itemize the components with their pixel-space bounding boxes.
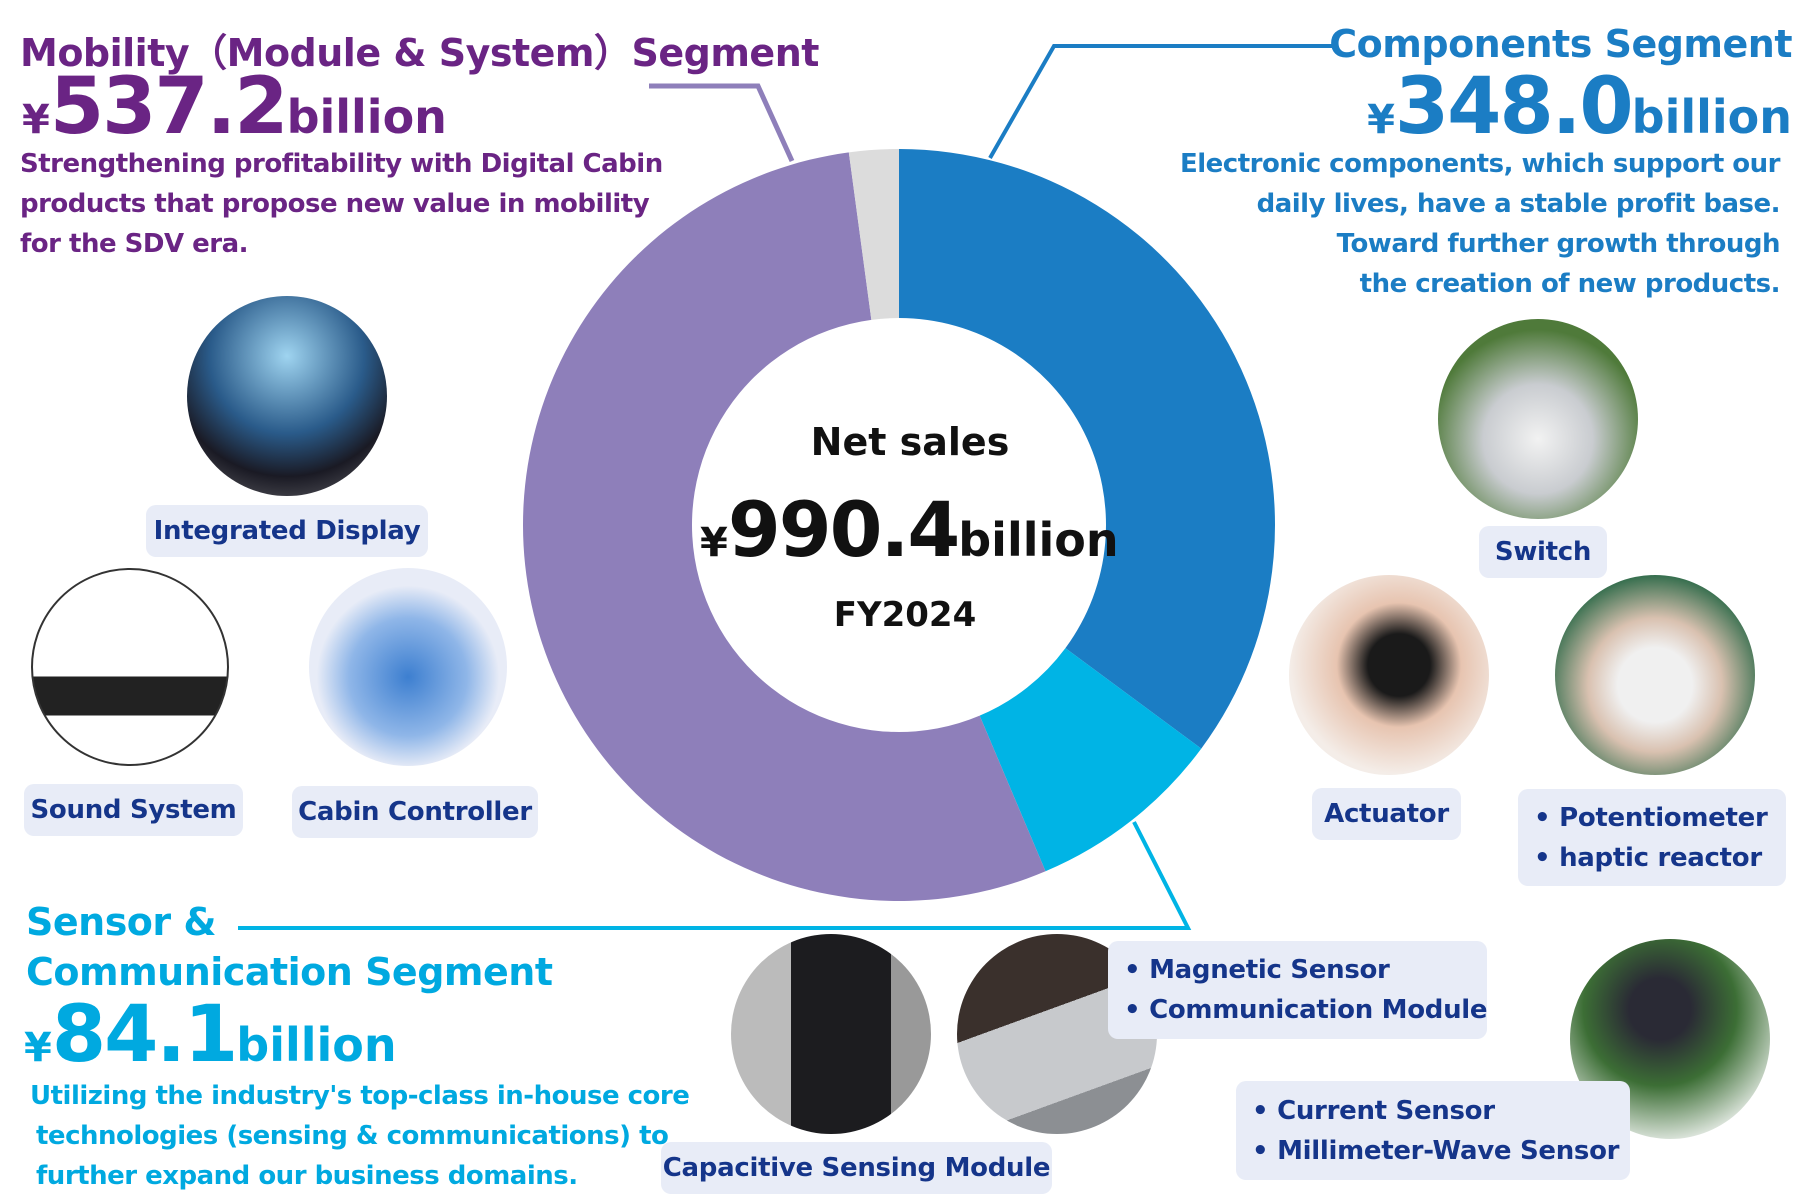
net-sales-unit: billion [958,513,1119,567]
components-currency: ¥ [1367,97,1395,143]
mobility-unit: billion [286,90,447,144]
net-sales-currency: ¥ [700,520,728,566]
current-sensor-item: • Current Sensor [1252,1095,1495,1126]
mobility-title: Mobility（Module & System）Segment [20,31,819,75]
components-value: 348.0 [1394,62,1634,152]
sensor-description: Utilizing the industry's top-class in-ho… [30,1076,690,1196]
net-sales-label: Net sales [810,420,1010,464]
millimeter-wave-sensor-item: • Millimeter-Wave Sensor [1252,1135,1620,1166]
components-unit: billion [1631,90,1792,144]
mobility-desc-line: for the SDV era. [20,229,249,259]
mobility-leader-line [649,83,795,163]
actuator-label: Actuator [1312,788,1461,840]
components-description: Electronic components, which support our… [1179,144,1781,304]
sensor-value: 84.1 [51,990,238,1080]
potentiometer-photo [1555,575,1755,775]
mobility-desc-line: Strengthening profitability with Digital… [20,149,663,179]
cabin-controller-label: Cabin Controller [292,786,538,838]
mobility-amount: ¥537.2billion [22,62,447,152]
mobility-value: 537.2 [49,62,289,152]
sound-system-photo [31,568,229,766]
cabin-controller-photo [309,568,507,766]
actuator-photo [1289,575,1489,775]
haptic-reactor-item: • haptic reactor [1534,842,1762,873]
potentiometer-item: • Potentiometer [1534,802,1768,833]
components-desc-line: Electronic components, which support our [1179,149,1781,179]
components-desc-line: Toward further growth through [1336,229,1781,259]
slice-sensor-communication [979,648,1202,872]
sensor-title-line2: Communication Segment [26,950,553,994]
magnetic-sensor-item: • Magnetic Sensor [1124,955,1390,985]
components-desc-line: the creation of new products. [1359,269,1781,299]
potentiometer-label: • Potentiometer • haptic reactor [1518,789,1786,886]
communication-module-item: • Communication Module [1124,995,1488,1025]
sensor-amount: ¥84.1billion [24,990,397,1080]
components-amount: ¥348.0billion [1367,62,1792,152]
mobility-currency: ¥ [22,97,50,143]
integrated-display-label: Integrated Display [146,505,428,557]
slice-components [899,149,1276,749]
sensor-desc-line: further expand our business domains. [36,1161,578,1191]
fiscal-year: FY2024 [833,595,977,635]
net-sales-value: 990.4 [727,485,960,574]
switch-photo [1438,319,1638,519]
capacitive-sensing-photo [731,934,931,1134]
current-millimeter-label: • Current Sensor • Millimeter-Wave Senso… [1236,1081,1630,1180]
switch-label: Switch [1479,526,1607,578]
sensor-currency: ¥ [24,1025,52,1071]
mobility-description: Strengthening profitability with Digital… [20,144,663,264]
capacitive-sensing-label: Capacitive Sensing Module [661,1142,1052,1194]
components-leader-line [988,44,1332,159]
mobility-desc-line: products that propose new value in mobil… [20,189,650,219]
sound-system-label: Sound System [24,784,243,836]
net-sales-amount: ¥990.4billion [700,485,1119,574]
sensor-leader-line [238,821,1192,930]
integrated-display-photo [187,296,387,496]
components-title: Components Segment [1329,22,1792,66]
sensor-desc-line: Utilizing the industry's top-class in-ho… [30,1081,690,1111]
sensor-unit: billion [236,1018,397,1072]
sensor-desc-line: technologies (sensing & communications) … [36,1121,669,1151]
magnetic-communication-label: • Magnetic Sensor • Communication Module [1108,941,1488,1039]
components-desc-line: daily lives, have a stable profit base. [1256,189,1781,219]
slice-mobility [522,152,1046,902]
slice-other [848,149,899,320]
sensor-title-line1: Sensor & [26,900,217,944]
